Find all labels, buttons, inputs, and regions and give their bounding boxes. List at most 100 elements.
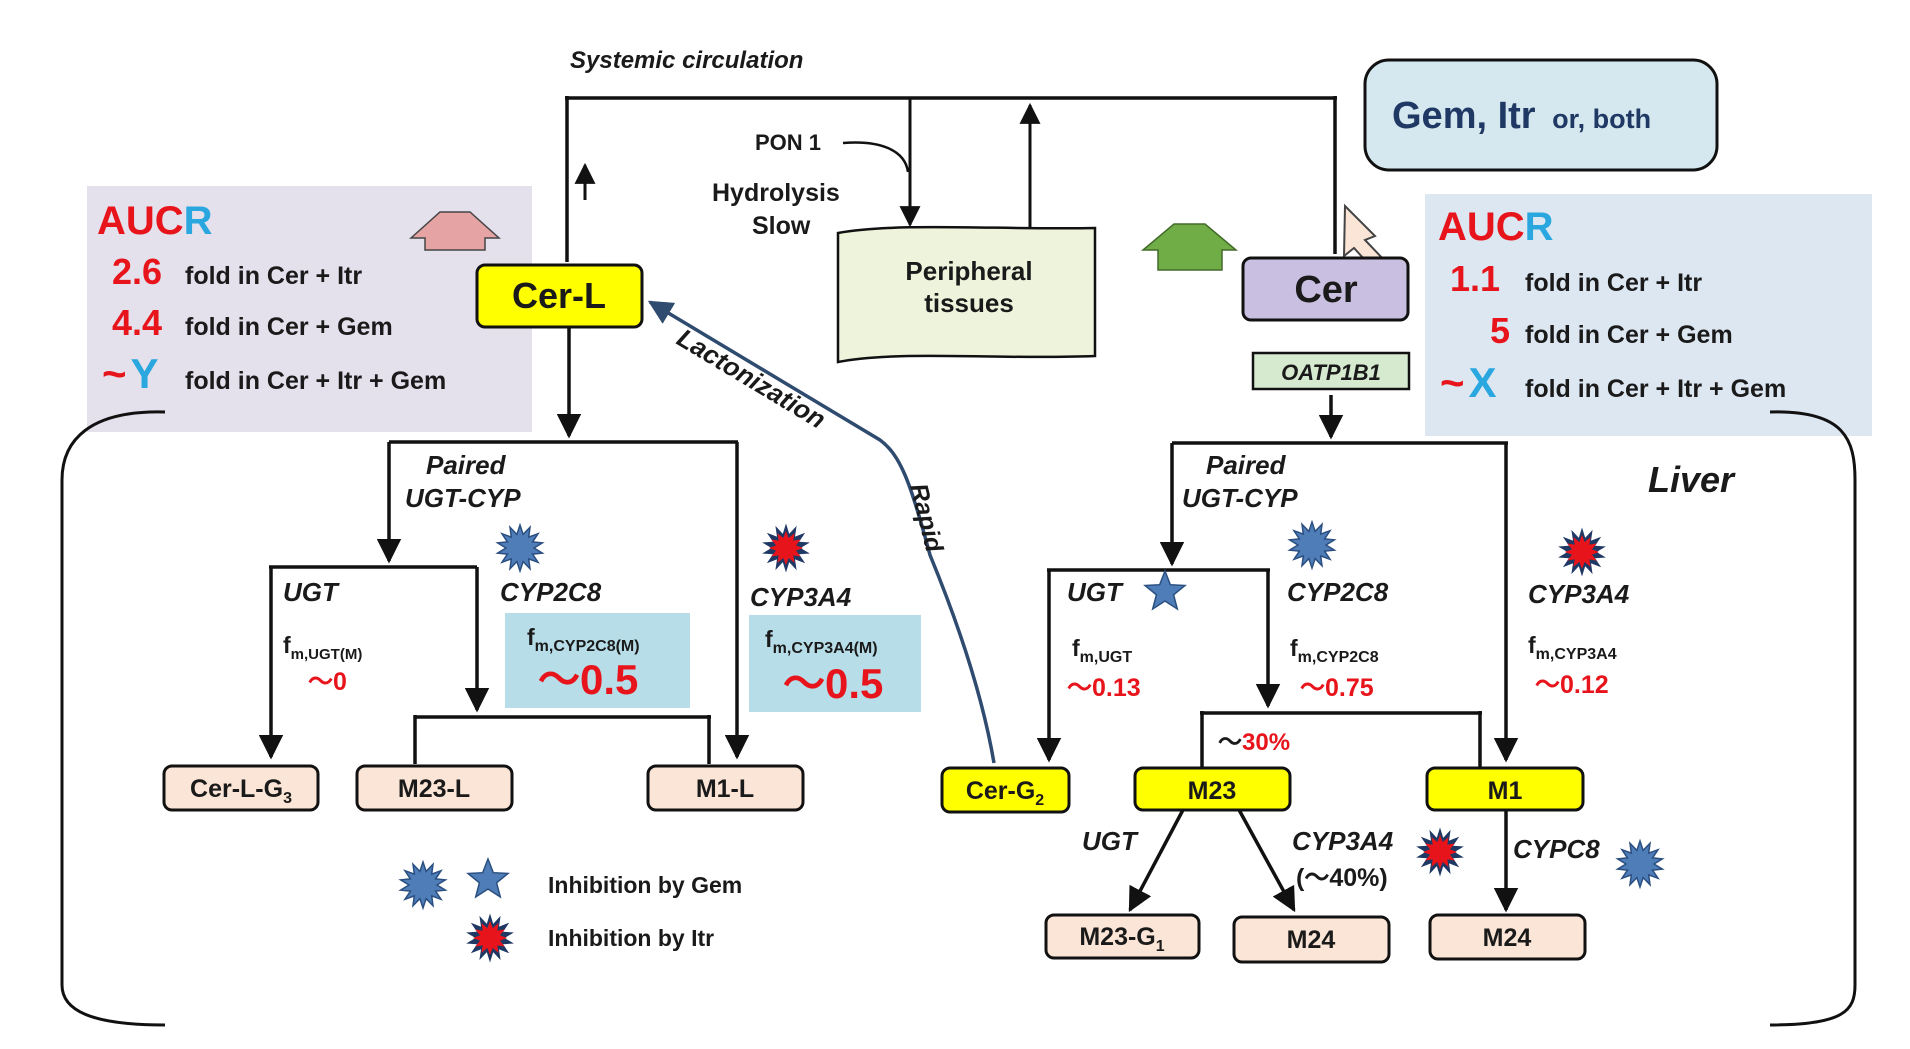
fm-left-cyp2c8-value: ～0.5 — [538, 656, 638, 703]
cyp2c8-left-label: CYP2C8 — [500, 577, 602, 607]
aucr-right-value-2: 5 — [1490, 310, 1510, 351]
aucr-left-value-1: 2.6 — [112, 251, 162, 292]
paired-right-1: Paired — [1206, 450, 1287, 480]
node-m1 — [1425, 766, 1585, 812]
fm-right-cyp3a4: fm,CYP3A4 — [1528, 632, 1617, 663]
up-arrow-green-icon — [1140, 223, 1239, 271]
gem-inhibition-icon-cyp2c8-left — [495, 522, 545, 574]
node-cer-l — [475, 263, 644, 329]
node-m23-l — [355, 764, 514, 812]
node-m24-b-label: M24 — [1483, 924, 1532, 952]
aucr-right-value-3: ~X — [1440, 359, 1497, 406]
fm-left-ugt: fm,UGT(M) — [283, 632, 362, 663]
ugt-left-label: UGT — [283, 577, 340, 607]
node-cer-g2 — [940, 766, 1071, 814]
node-m23-g1 — [1044, 913, 1201, 960]
paired-left-2: UGT-CYP — [405, 483, 521, 513]
liver-brace-right — [1769, 410, 1857, 1027]
fm-left-cyp3a4: fm,CYP3A4(M) — [765, 626, 878, 657]
peripheral-tissues-box — [836, 225, 1097, 364]
fm-right-cyp2c8-value: ～0.75 — [1300, 674, 1374, 702]
node-cer-label: Cer — [1294, 269, 1358, 311]
arrow-m23-ugt — [1128, 807, 1186, 913]
liver-brace-left — [60, 410, 166, 1027]
itr-inhibition-icon-cyp3a4-right — [1564, 534, 1600, 570]
inhibition-markers — [398, 519, 1665, 963]
aucr-right-text-3: fold in Cer + Itr + Gem — [1525, 375, 1786, 403]
arrow-m23-cyp3a4 — [1236, 807, 1296, 913]
fm-box-cyp3a4-left — [749, 615, 921, 712]
cyp3a4-m23-label: CYP3A4 — [1292, 826, 1394, 856]
node-cer-l-label: Cer-L — [512, 275, 606, 316]
cyp3a4-m23-pct: (～40%) — [1296, 864, 1388, 892]
aucr-right-text-1: fold in Cer + Itr — [1525, 269, 1702, 297]
fm-left-cyp3a4-value: ～0.5 — [783, 660, 883, 707]
fm-right-cyp2c8: fm,CYP2C8 — [1290, 635, 1379, 666]
itr-inhibition-icon-cyp3a4-m23 — [1422, 834, 1458, 870]
node-m24-b — [1428, 913, 1587, 961]
node-m23-label: M23 — [1188, 777, 1237, 805]
aucr-left-text-2: fold in Cer + Gem — [185, 313, 393, 341]
node-m1-l — [646, 764, 805, 812]
fm-right-ugt-value: ～0.13 — [1067, 674, 1141, 702]
peripheral-label-2: tissues — [924, 288, 1014, 318]
legend-gem-burst-icon — [398, 859, 448, 911]
node-oatp1b1-label: OATP1B1 — [1281, 360, 1381, 385]
ugt-m23-label: UGT — [1082, 826, 1139, 856]
legend-itr-label: Inhibition by Itr — [548, 925, 714, 951]
aucr-right-text-2: fold in Cer + Gem — [1525, 321, 1733, 349]
left-tree-lines — [269, 440, 738, 764]
fm-right-cyp3a4-value: ～0.12 — [1535, 671, 1609, 699]
gem-inhibition-icon-cypc8 — [1615, 838, 1665, 890]
pon1-label: PON 1 — [755, 130, 821, 155]
node-m24-a — [1232, 915, 1391, 964]
node-cer-l-g3 — [162, 764, 320, 812]
peripheral-label-1: Peripheral — [905, 256, 1032, 286]
cypc8-label: CYPC8 — [1513, 834, 1600, 864]
node-cer-g2-label: Cer-G2 — [966, 777, 1044, 809]
cyp3a4-right-label: CYP3A4 — [1528, 579, 1630, 609]
right-tree-lines — [1047, 441, 1508, 767]
legend-gem-label: Inhibition by Gem — [548, 872, 742, 898]
ugt-right-label: UGT — [1067, 577, 1124, 607]
up-arrow-pink-icon — [409, 211, 501, 251]
pon1-connector — [842, 141, 910, 173]
node-m24-a-label: M24 — [1287, 926, 1336, 954]
aucr-left-title: AUCR — [97, 199, 213, 243]
legend-gem-star-icon — [466, 856, 510, 899]
aucr-left-value-2: 4.4 — [112, 302, 162, 343]
paired-right-2: UGT-CYP — [1182, 483, 1298, 513]
lactonization-label: Lactonization — [672, 322, 831, 434]
node-m23 — [1133, 766, 1292, 812]
fm-right-ugt: fm,UGT — [1072, 635, 1132, 666]
aucr-right-panel — [1425, 194, 1872, 436]
hydrolysis-label: Hydrolysis — [712, 179, 840, 207]
systemic-loop — [565, 96, 1337, 262]
node-cer — [1241, 256, 1410, 322]
treatment-main: Gem, Itr or, both — [1392, 95, 1651, 137]
aucr-right-title: AUCR — [1438, 205, 1554, 249]
legend-itr-burst-icon — [472, 920, 508, 956]
aucr-left-text-1: fold in Cer + Itr — [185, 262, 362, 290]
treatment-legend-box — [1363, 58, 1719, 172]
node-oatp1b1 — [1251, 351, 1411, 391]
aucr-right-value-1: 1.1 — [1450, 258, 1500, 299]
fm-left-cyp2c8: fm,CYP2C8(M) — [527, 624, 640, 655]
gem-star-icon-ugt-right — [1143, 568, 1187, 611]
node-m1-l-label: M1-L — [696, 775, 754, 803]
cyp3a4-left-label: CYP3A4 — [750, 582, 852, 612]
node-m1-label: M1 — [1488, 777, 1523, 805]
cyp2c8-right-label: CYP2C8 — [1287, 577, 1389, 607]
node-m23-g1-label: M23-G1 — [1079, 923, 1164, 955]
paired-left-1: Paired — [426, 450, 507, 480]
gem-inhibition-icon-cyp2c8-right — [1287, 519, 1337, 571]
itr-inhibition-icon-cyp3a4-left — [768, 530, 804, 566]
lactonization-arrow — [647, 300, 996, 764]
rapid-label: Rapid — [904, 481, 948, 556]
aucr-left-text-3: fold in Cer + Itr + Gem — [185, 367, 446, 395]
fm-box-cyp2c8-left — [505, 613, 690, 708]
node-cer-l-g3-label: Cer-L-G3 — [190, 775, 292, 807]
split-30pct: ～30% — [1218, 729, 1290, 756]
